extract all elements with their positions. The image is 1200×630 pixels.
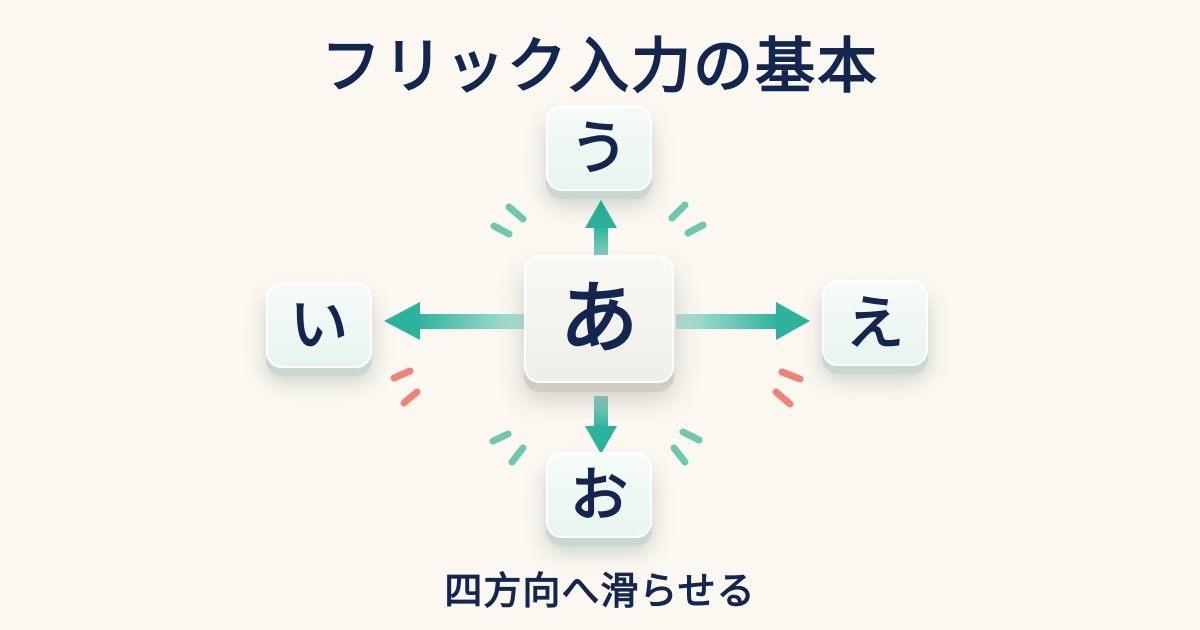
motion-lines-right-red [772,368,804,408]
key-right-label: え [845,289,904,357]
page-subtitle: 四方向へ滑らせる [444,569,756,613]
motion-lines-top-right [668,201,707,237]
motion-lines-top-left [490,203,527,238]
arrow-right-icon [676,302,810,340]
key-up-label: う [569,114,628,182]
arrow-up-icon [585,200,617,260]
key-right[interactable]: え [822,280,928,366]
key-left[interactable]: い [266,282,372,368]
key-left-label: い [289,291,348,359]
key-down-label: お [569,461,628,529]
motion-lines-left-red [390,367,421,407]
key-center[interactable]: あ [524,255,674,383]
key-down[interactable]: お [546,452,652,538]
motion-lines-bottom-left [489,430,527,466]
motion-lines-bottom-right [670,428,703,466]
page-title: フリック入力の基本 [321,32,879,102]
arrow-down-icon [585,396,617,454]
arrow-left-icon [384,302,526,340]
key-center-label: あ [559,274,638,364]
key-up[interactable]: う [546,105,652,191]
